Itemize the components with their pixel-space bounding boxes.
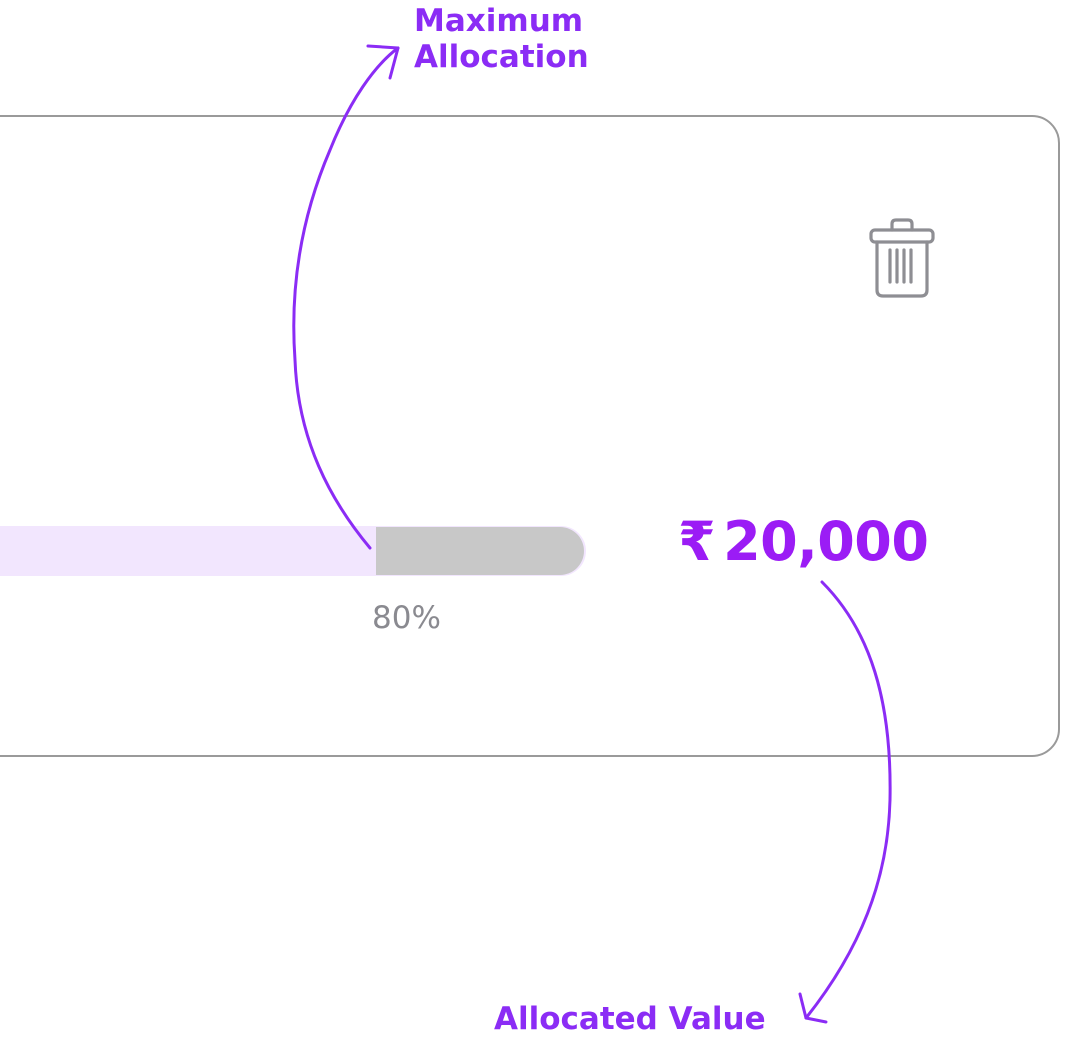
currency-symbol: ₹ <box>678 510 716 573</box>
delete-button[interactable] <box>866 216 938 300</box>
allocated-amount-value: 20,000 <box>723 510 929 573</box>
annotation-maximum-line1: Maximum <box>414 3 584 39</box>
trash-icon <box>869 218 935 298</box>
arrowhead-allocated-value <box>798 992 828 1024</box>
allocation-percent-label: 80% <box>372 600 441 636</box>
arrowhead-maximum-allocation <box>366 44 400 80</box>
annotation-maximum-allocation: Maximum Allocation <box>414 3 589 75</box>
allocated-amount: ₹20,000 <box>678 510 929 573</box>
annotation-maximum-line2: Allocation <box>414 38 589 75</box>
allocation-card <box>0 115 1060 757</box>
annotation-allocated-value: Allocated Value <box>494 1001 766 1037</box>
allocation-progress-bar <box>0 526 586 576</box>
maximum-allocation-segment <box>376 527 584 575</box>
